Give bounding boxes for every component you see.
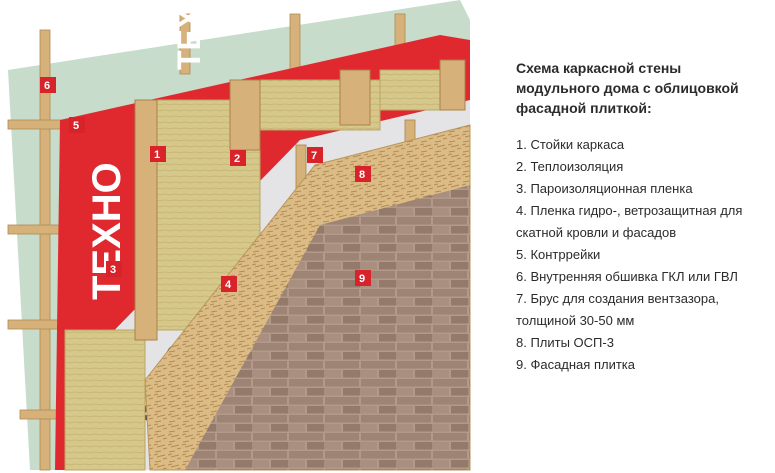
legend-item: 2. Теплоизоляция bbox=[516, 159, 624, 174]
marker-5: 5 bbox=[69, 117, 85, 133]
marker-9: 9 bbox=[355, 270, 371, 286]
legend-title: Схема каркасной стены модульного дома с … bbox=[516, 60, 739, 116]
marker-8: 8 bbox=[355, 166, 371, 182]
marker-3: 3 bbox=[106, 261, 122, 277]
svg-text:7: 7 bbox=[311, 150, 317, 162]
marker-6: 6 bbox=[40, 77, 56, 93]
svg-text:1: 1 bbox=[154, 149, 160, 161]
marker-2: 2 bbox=[230, 150, 246, 166]
legend-item: 7. Брус для создания вентзазора, толщино… bbox=[516, 291, 719, 328]
brand-logo: ТЕХНО bbox=[85, 162, 129, 300]
facade-tile-layer bbox=[185, 185, 470, 470]
marker-4: 4 bbox=[221, 276, 237, 292]
brand-logo: ТЕХНО bbox=[171, 0, 207, 70]
svg-text:3: 3 bbox=[110, 264, 116, 276]
wall-layers-illustration: ТЕХНО ТЕХНО ТЕХНО 1 2 3 4 5 6 7 8 9 bbox=[7, 0, 471, 471]
legend-list: 1. Стойки каркаса 2. Теплоизоляция 3. Па… bbox=[516, 134, 766, 376]
legend-item: 5. Контррейки bbox=[516, 247, 601, 262]
legend-panel: Схема каркасной стены модульного дома с … bbox=[516, 58, 766, 376]
legend-item: 1. Стойки каркаса bbox=[516, 137, 625, 152]
svg-text:2: 2 bbox=[234, 153, 240, 165]
legend-item: 3. Пароизоляционная пленка bbox=[516, 181, 693, 196]
svg-text:9: 9 bbox=[359, 273, 365, 285]
svg-text:6: 6 bbox=[44, 80, 50, 92]
marker-1: 1 bbox=[150, 146, 166, 162]
legend-item: 9. Фасадная плитка bbox=[516, 357, 635, 372]
legend-item: 4. Пленка гидро-, ветрозащитная для скат… bbox=[516, 203, 743, 240]
legend-item: 8. Плиты ОСП-3 bbox=[516, 335, 614, 350]
legend-item: 6. Внутренняя обшивка ГКЛ или ГВЛ bbox=[516, 269, 738, 284]
svg-text:5: 5 bbox=[73, 120, 79, 132]
svg-text:8: 8 bbox=[359, 169, 365, 181]
svg-text:4: 4 bbox=[225, 279, 232, 291]
marker-7: 7 bbox=[307, 147, 323, 163]
